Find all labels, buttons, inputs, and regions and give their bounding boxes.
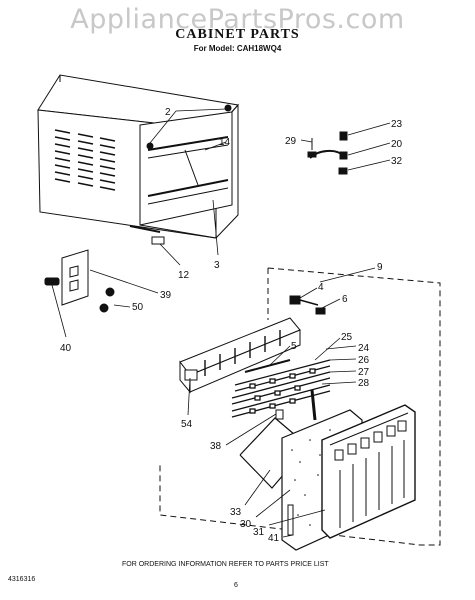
callout-54: 54 [181,419,193,430]
assembly-boundary [159,267,441,546]
callout-30: 30 [240,519,252,530]
front-grille [321,404,416,539]
screw-set [99,287,115,313]
bracket-part [151,236,165,245]
callout-24: 24 [358,343,370,354]
diagram-title: CABINET PARTS [175,27,300,42]
callout-25: 25 [341,332,353,343]
callout-9: 9 [377,262,383,273]
clip-38 [275,409,284,420]
ordering-note: FOR ORDERING INFORMATION REFER TO PARTS … [122,561,329,568]
callout-29: 29 [285,136,297,147]
watermark: AppliancePartsPros.com [70,4,405,35]
callout-50: 50 [132,302,144,313]
model-subtitle: For Model: CAH18WQ4 [193,44,282,53]
cabinet-shell [37,74,239,239]
callout-33: 33 [230,507,242,518]
callout-41: 41 [268,533,280,544]
callout-4: 4 [318,282,324,293]
rod-part [244,359,291,373]
callout-31: 31 [253,527,265,538]
callout-14: 14 [219,137,231,148]
fan-frame [179,317,301,394]
callout-40: 40 [60,343,72,354]
document-number: 4316316 [8,576,36,583]
screw-pair [146,104,232,150]
callout-38: 38 [210,441,222,452]
page-number: 6 [234,582,238,589]
callout-39: 39 [160,290,172,301]
mounting-plate [61,249,89,306]
callout-12: 12 [178,270,190,281]
callout-3: 3 [214,260,220,271]
callout-2: 2 [165,107,171,118]
callout-23: 23 [391,119,403,130]
control-knob [44,277,60,286]
louver-blades [231,359,331,421]
callout-28: 28 [358,378,370,389]
cord-assembly [307,131,348,175]
callout-26: 26 [358,355,370,366]
callout-labels: 2 14 3 12 23 29 20 32 39 50 40 4 6 9 5 2… [60,107,403,544]
callout-27: 27 [358,367,370,378]
callout-32: 32 [391,156,403,167]
leader-lines [51,108,391,538]
callout-20: 20 [391,139,403,150]
callout-6: 6 [342,294,348,305]
clip-parts [289,295,326,315]
callout-5: 5 [291,341,297,352]
